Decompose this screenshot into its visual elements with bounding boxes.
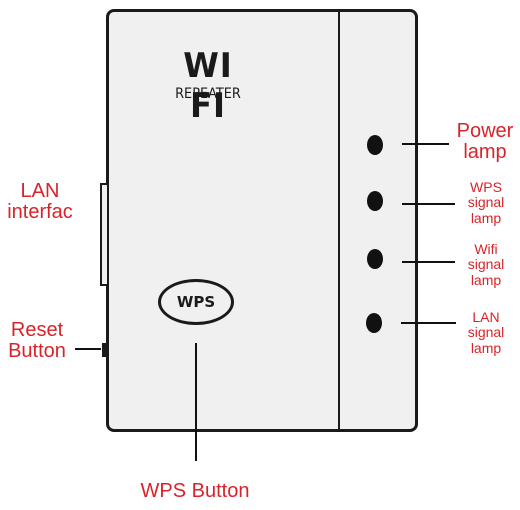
reset-button-leader (75, 348, 101, 350)
power-lamp-label-line1: Power (456, 120, 514, 142)
lan-signal-label-line1: LAN (472, 309, 500, 325)
lan-signal-label-line3: lamp (470, 339, 502, 356)
wps-signal-label-line3: lamp (470, 209, 502, 226)
wps-signal-lamp-label: WPS signal lamp (460, 179, 512, 226)
wps-signal-label-line2: signal (467, 194, 505, 211)
wps-button-label: WPS (176, 293, 216, 311)
wifi-signal-lamp-label: Wifi signal lamp (460, 241, 512, 288)
lan-signal-lamp-label: LAN signal lamp (460, 309, 512, 356)
repeater-device-body (106, 9, 418, 432)
reset-button-label: Reset Button (0, 320, 74, 362)
wifi-signal-label-line3: lamp (470, 271, 502, 288)
power-lamp-leader (402, 143, 449, 145)
lan-interface-port (100, 183, 107, 286)
device-panel-divider (338, 10, 340, 431)
wps-signal-lamp-leader (402, 203, 455, 205)
wps-button-leader (195, 343, 197, 461)
reset-button-hole (102, 343, 107, 357)
lan-signal-lamp-leader (401, 322, 456, 324)
wps-signal-lamp (367, 191, 383, 211)
wps-signal-label-line1: WPS (470, 179, 502, 195)
reset-button-label-line1: Reset (10, 319, 64, 341)
lan-signal-lamp (366, 313, 382, 333)
power-lamp (367, 135, 383, 155)
wifi-signal-lamp-leader (402, 261, 455, 263)
lan-interface-label-line1: LAN (20, 180, 60, 202)
reset-button-label-line2: Button (8, 340, 66, 362)
brand-title: WI FI (183, 46, 233, 126)
wifi-signal-label-line2: signal (467, 256, 505, 273)
power-lamp-label: Power lamp (452, 121, 518, 163)
power-lamp-label-line2: lamp (463, 141, 507, 163)
brand-subtitle: REPEATER (175, 86, 241, 102)
wps-button: WPS (158, 279, 234, 325)
wps-button-caption: WPS Button (140, 480, 250, 502)
wifi-signal-lamp (367, 249, 383, 269)
lan-signal-label-line2: signal (467, 324, 505, 341)
lan-interface-label-line2: interfac (7, 201, 73, 223)
lan-interface-label: LAN interfac (0, 181, 80, 223)
wifi-signal-label-line1: Wifi (474, 241, 498, 257)
